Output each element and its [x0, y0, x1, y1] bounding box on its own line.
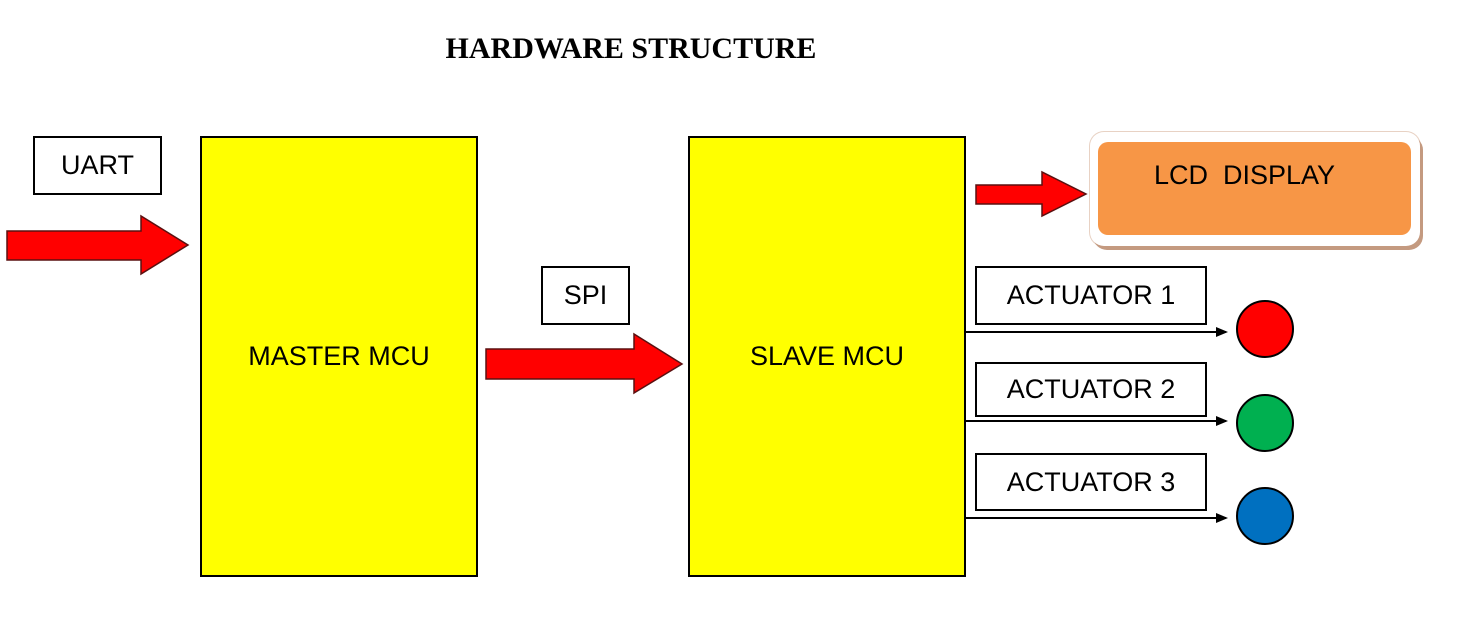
actuator-3-label: ACTUATOR 3	[975, 453, 1207, 511]
actuator-1-led-indicator	[1236, 300, 1294, 358]
actuator-2-led-indicator	[1236, 394, 1294, 452]
spi-label: SPI	[541, 266, 630, 325]
uart-input-arrow	[6, 214, 190, 276]
actuator-3-led-indicator	[1236, 487, 1294, 545]
diagram-title: HARDWARE STRUCTURE	[445, 32, 817, 65]
uart-label: UART	[33, 136, 162, 195]
actuator-2-label: ACTUATOR 2	[975, 362, 1207, 417]
slave-mcu-block: SLAVE MCU	[688, 136, 966, 577]
actuator-1-label: ACTUATOR 1	[975, 266, 1207, 325]
spi-arrow	[485, 332, 684, 395]
lcd-display-label: LCD DISPLAY	[1098, 142, 1411, 235]
master-mcu-block: MASTER MCU	[200, 136, 478, 577]
lcd-arrow	[975, 170, 1088, 218]
